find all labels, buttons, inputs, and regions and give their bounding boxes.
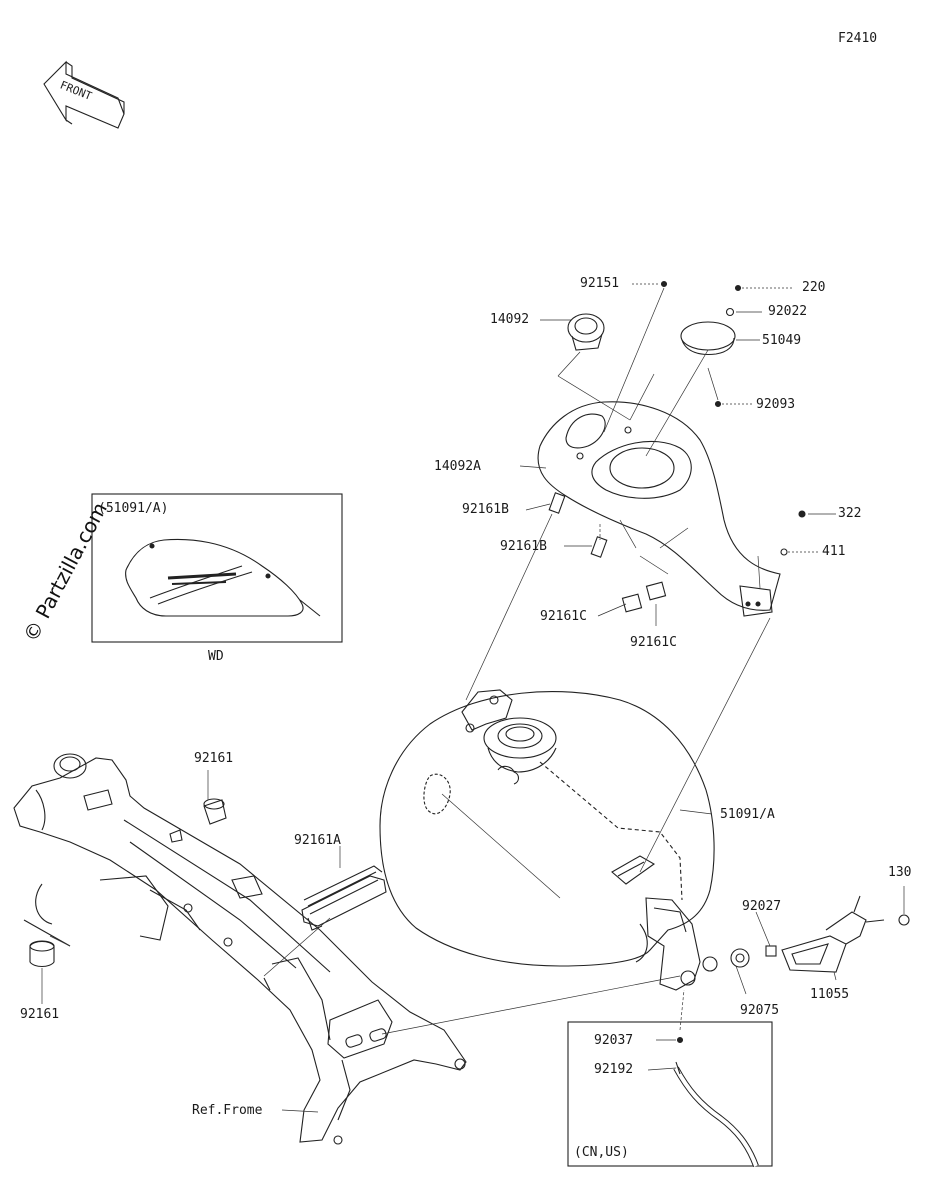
part-label-11055: 11055 [810, 987, 850, 1002]
part-411-washer [780, 548, 788, 556]
part-label-92022: 92022 [768, 304, 808, 319]
part-label-411: 411 [822, 544, 846, 559]
part-92161b-pad-1 [548, 492, 566, 514]
part-14092-clip [567, 313, 605, 343]
motorcycle-frame [13, 753, 467, 1145]
part-label-92161c-2: 92161C [630, 635, 677, 650]
part-label-92161b-2: 92161B [500, 539, 547, 554]
part-322-bolt [798, 510, 806, 518]
part-92161a-rubber [301, 865, 387, 931]
part-label-92027: 92027 [742, 899, 782, 914]
part-51049-cover [680, 321, 736, 351]
front-arrow-icon: FRONT [43, 60, 125, 129]
part-label-92037: 92037 [594, 1033, 634, 1048]
part-92161c-pad-1 [621, 593, 643, 613]
inset-wd-box [91, 493, 343, 643]
part-92027-collar [765, 945, 777, 957]
part-130-bolt [898, 914, 910, 926]
part-92161-damper-bottom [29, 940, 55, 968]
part-92093-screw [714, 400, 722, 408]
part-92022-washer [725, 307, 735, 317]
part-92161b-pad-2 [590, 536, 608, 558]
part-92161-damper-top [203, 799, 227, 825]
part-label-51091a: 51091/A [720, 807, 775, 822]
part-92075-grommet [730, 948, 750, 968]
part-label-92161b-1: 92161B [462, 502, 509, 517]
part-92151-screw [660, 280, 668, 288]
part-11055-bracket [781, 895, 885, 973]
part-label-92161a: 92161A [294, 833, 341, 848]
ref-frame-label: Ref.Frome [192, 1103, 263, 1118]
inset-wd-caption: WD [208, 649, 224, 664]
part-label-92151: 92151 [580, 276, 620, 291]
part-92037-clamp [676, 1036, 684, 1044]
part-label-322: 322 [838, 506, 862, 521]
part-label-92161-bottom: 92161 [20, 1007, 60, 1022]
part-label-14092: 14092 [490, 312, 530, 327]
part-label-92161-top: 92161 [194, 751, 234, 766]
part-220-screw [734, 284, 742, 292]
part-label-92161c-1: 92161C [540, 609, 587, 624]
part-label-92192: 92192 [594, 1062, 634, 1077]
part-label-220: 220 [802, 280, 826, 295]
inset-cnus-caption: (CN,US) [574, 1145, 629, 1160]
fuel-tank [379, 689, 718, 991]
part-label-92075: 92075 [740, 1003, 780, 1018]
part-92161c-pad-2 [645, 581, 667, 601]
part-label-92093: 92093 [756, 397, 796, 412]
part-label-14092a: 14092A [434, 459, 481, 474]
inset-wd-tank-cover [125, 538, 321, 617]
inset-cnus-box [567, 1021, 773, 1167]
part-label-51049: 51049 [762, 333, 802, 348]
part-label-130: 130 [888, 865, 912, 880]
breather-hose [673, 1061, 759, 1168]
figure-code: F2410 [838, 31, 878, 46]
inset-wd-code: (51091/A) [98, 501, 169, 516]
tank-cover [537, 401, 781, 617]
